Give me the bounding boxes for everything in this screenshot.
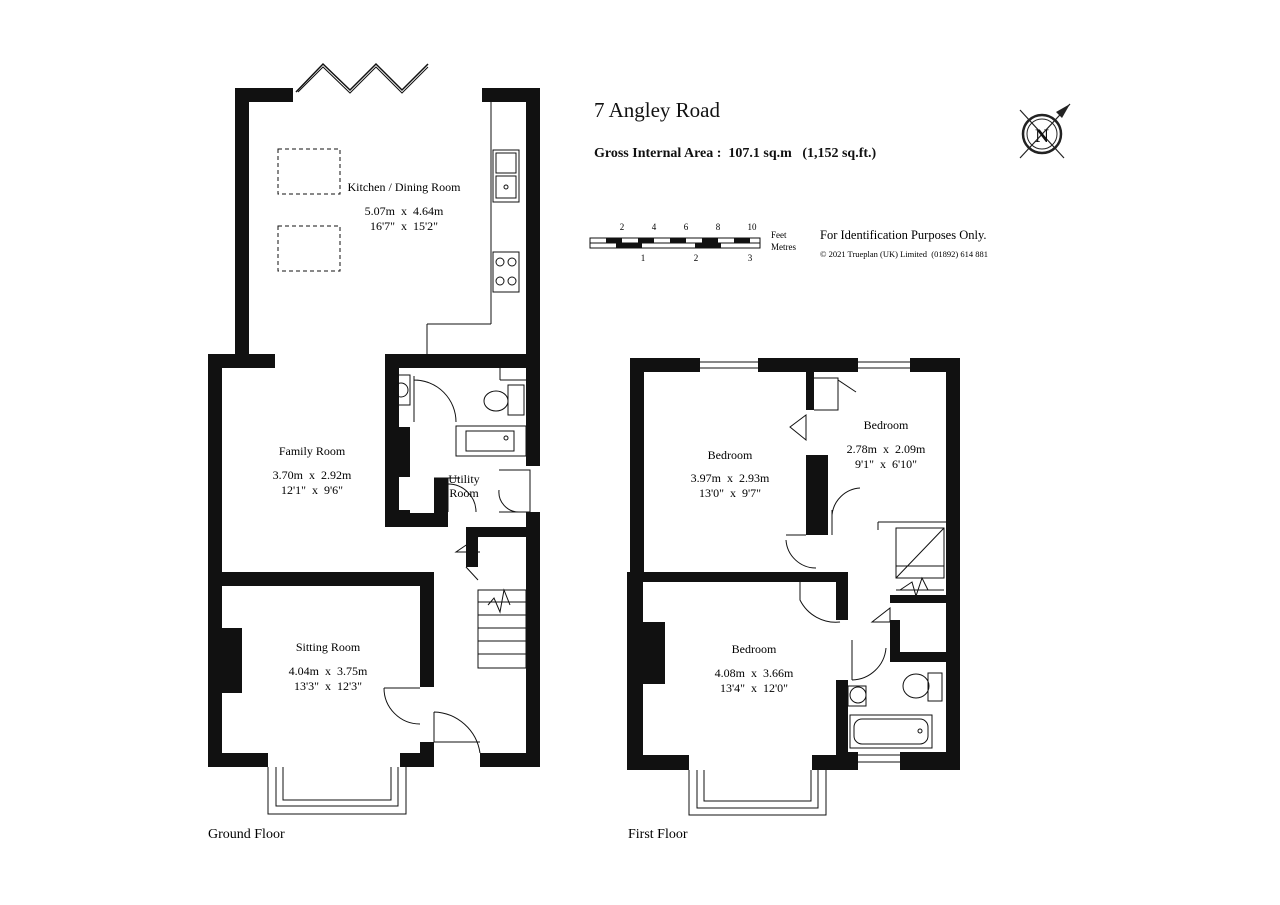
scale-feet-tick: 2: [620, 222, 625, 232]
bifold-doors: [295, 62, 429, 93]
kitchen-room-imperial: 16'7" x 15'2": [370, 219, 438, 233]
utility-room-name-line1: Utility: [448, 472, 479, 486]
scale-feet-tick: 6: [684, 222, 689, 232]
skylight: [277, 225, 341, 272]
scale-metre-tick: 2: [694, 253, 699, 263]
sitting-room-name: Sitting Room: [296, 640, 361, 654]
family-room-metric: 3.70m x 2.92m: [273, 468, 352, 482]
kitchen-room-name: Kitchen / Dining Room: [348, 180, 462, 194]
family-room-name: Family Room: [279, 444, 346, 458]
first-floor-walls: [627, 358, 960, 770]
bedroom-small-metric: 2.78m x 2.09m: [847, 442, 926, 456]
family-room-imperial: 12'1" x 9'6": [281, 483, 343, 497]
bedroom-small-name: Bedroom: [864, 418, 909, 432]
bedroom-large-imperial: 13'0" x 9'7": [699, 486, 761, 500]
bedroom-small-imperial: 9'1" x 6'10": [855, 457, 917, 471]
bedroom-large-name: Bedroom: [708, 448, 753, 462]
skylight: [277, 148, 341, 195]
utility-fixtures: [391, 368, 531, 513]
copyright-note: © 2021 Trueplan (UK) Limited (01892) 614…: [820, 249, 988, 259]
ground-doors: [383, 687, 481, 754]
compass-north-letter: N: [1035, 126, 1049, 147]
ground-floor-label: Ground Floor: [208, 827, 285, 842]
north-compass-icon: N: [1019, 103, 1071, 159]
gross-internal-area: Gross Internal Area : 107.1 sq.m (1,152 …: [594, 146, 877, 161]
scale-metre-tick: 3: [748, 253, 753, 263]
first-floor-label: First Floor: [628, 827, 688, 842]
utility-room-name-line2: Room: [449, 486, 479, 500]
identification-note: For Identification Purposes Only.: [820, 228, 987, 242]
scale-feet-tick: 10: [748, 222, 758, 232]
bay-window: [267, 767, 407, 815]
ground-stairs: [454, 536, 527, 669]
first-floor-bay-window: [688, 770, 827, 816]
kitchen-units: [426, 102, 520, 354]
kitchen-room-metric: 5.07m x 4.64m: [365, 204, 444, 218]
first-floor-fixtures: [700, 361, 946, 763]
scale-feet-tick: 8: [716, 222, 721, 232]
first-floor-plan: [627, 358, 960, 816]
bedroom-front-name: Bedroom: [732, 642, 777, 656]
bedroom-large-metric: 3.97m x 2.93m: [691, 471, 770, 485]
scale-feet-tick: 4: [652, 222, 657, 232]
property-title: 7 Angley Road: [594, 98, 720, 122]
scale-metres-label: Metres: [771, 242, 796, 252]
ground-floor-plan: [208, 62, 540, 815]
scale-feet-label: Feet: [771, 230, 787, 240]
ground-floor-walls: [208, 88, 540, 767]
sitting-room-imperial: 13'3" x 12'3": [294, 679, 362, 693]
scale-metre-tick: 1: [641, 253, 646, 263]
bedroom-front-metric: 4.08m x 3.66m: [715, 666, 794, 680]
sitting-room-metric: 4.04m x 3.75m: [289, 664, 368, 678]
scale-bar: 2 4 6 8 10 1 2 3 Feet Metres: [589, 222, 796, 263]
bedroom-front-imperial: 13'4" x 12'0": [720, 681, 788, 695]
